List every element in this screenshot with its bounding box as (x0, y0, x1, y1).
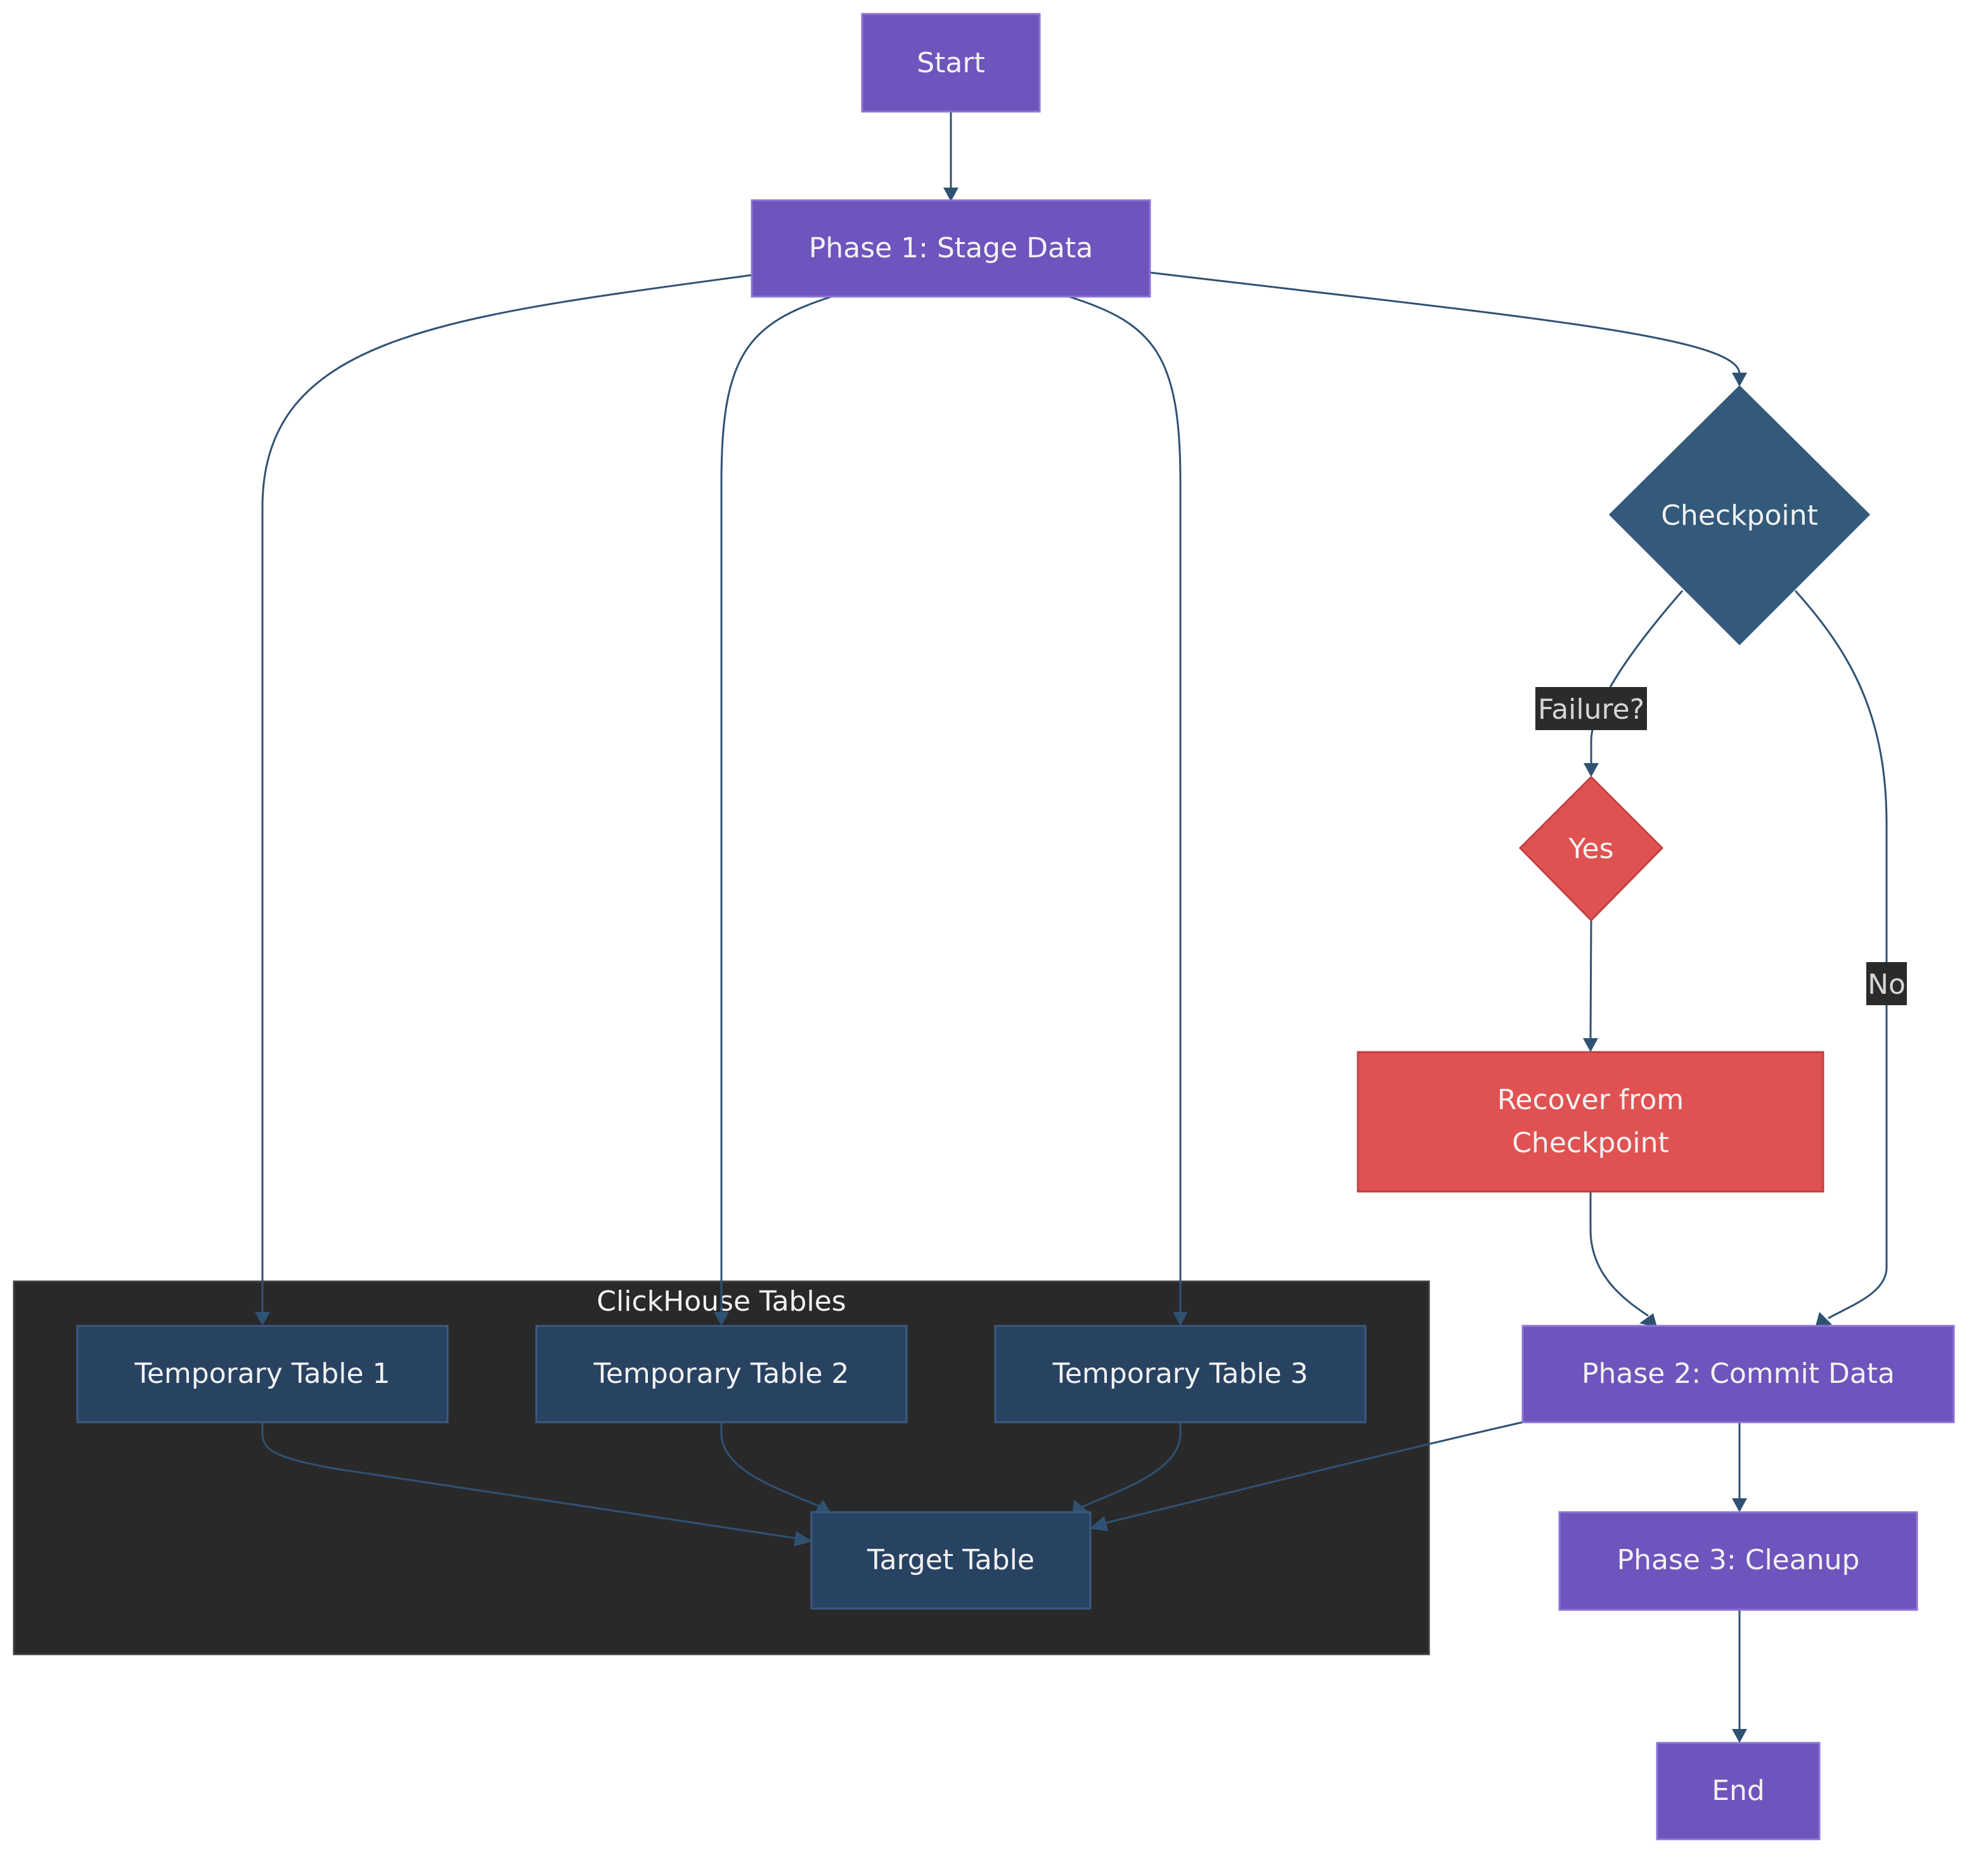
arrowhead (255, 1312, 270, 1326)
node-temp1-label: Temporary Table 1 (134, 1358, 390, 1390)
node-temporary-table-3[interactable]: Temporary Table 3 (994, 1325, 1367, 1423)
node-end-box (1656, 1742, 1821, 1841)
node-recover-label-line1: Recover from (1497, 1084, 1684, 1116)
arrowhead (1173, 1312, 1188, 1326)
node-phase3-cleanup[interactable]: Phase 3: Cleanup (1558, 1511, 1918, 1611)
arrowhead (1816, 1312, 1832, 1326)
nodes: Start Phase 1: Stage Data Checkpoint Yes… (76, 13, 1955, 1841)
edge-phase1-to-temp2 (720, 295, 832, 1312)
edge-phase2-to-target (1102, 1421, 1523, 1525)
edge-label-failure: Failure? (1535, 687, 1647, 730)
arrowhead (714, 1312, 729, 1326)
edge-temp3-to-target (1081, 1422, 1182, 1508)
node-temp2-label: Temporary Table 2 (593, 1358, 849, 1390)
arrowhead (1584, 763, 1599, 777)
edge-phase1-to-temp1 (261, 274, 752, 1312)
node-recover-box (1357, 1051, 1824, 1193)
arrowhead (1732, 373, 1747, 387)
edge-checkpoint-to-yes (1590, 590, 1684, 764)
arrowhead (1639, 1313, 1657, 1327)
node-phase1-stage-data[interactable]: Phase 1: Stage Data (751, 199, 1151, 298)
node-temp3-label: Temporary Table 3 (1052, 1358, 1308, 1390)
node-temp1-box (76, 1325, 449, 1423)
node-phase1-box (751, 199, 1151, 298)
arrowhead (1089, 1516, 1108, 1531)
edge-phase1-to-checkpoint (1149, 271, 1741, 375)
node-target-label: Target Table (867, 1544, 1035, 1576)
arrowhead (1732, 1498, 1747, 1512)
node-yes-label: Yes (1568, 833, 1613, 865)
node-start-label: Start (917, 47, 985, 79)
edge-label-no: No (1866, 962, 1907, 1005)
node-temp2-box (535, 1325, 908, 1423)
node-phase3-box (1558, 1511, 1918, 1611)
node-yes-diamond (1518, 775, 1664, 922)
edge-checkpoint-to-phase2 (1794, 589, 1888, 1320)
node-temporary-table-2[interactable]: Temporary Table 2 (535, 1325, 908, 1423)
arrowhead (794, 1531, 813, 1546)
node-start-box (861, 13, 1041, 113)
arrowhead (1583, 1038, 1598, 1052)
node-checkpoint-label: Checkpoint (1661, 499, 1818, 532)
node-yes[interactable]: Yes (1518, 775, 1664, 922)
node-phase3-label: Phase 3: Cleanup (1617, 1544, 1860, 1576)
node-end-label: End (1712, 1775, 1765, 1807)
node-recover-from-checkpoint[interactable]: Recover from Checkpoint (1357, 1051, 1824, 1193)
node-phase1-label: Phase 1: Stage Data (809, 232, 1093, 264)
node-checkpoint-diamond (1608, 385, 1871, 646)
node-checkpoint[interactable]: Checkpoint (1608, 385, 1871, 646)
edge-label-background (1535, 687, 1647, 730)
edge-label-failure-text: Failure? (1538, 693, 1644, 726)
arrowhead (1732, 1729, 1747, 1743)
edge-labels: Failure? No (1535, 687, 1907, 1005)
arrowhead (943, 188, 958, 202)
node-target-table[interactable]: Target Table (810, 1511, 1092, 1610)
edges (255, 112, 1888, 1743)
node-start[interactable]: Start (861, 13, 1041, 113)
node-phase2-label: Phase 2: Commit Data (1582, 1358, 1895, 1390)
node-temp3-box (994, 1325, 1367, 1423)
node-end[interactable]: End (1656, 1742, 1821, 1841)
node-recover-label-line2: Checkpoint (1512, 1127, 1669, 1159)
node-temporary-table-1[interactable]: Temporary Table 1 (76, 1325, 449, 1423)
node-phase2-box (1521, 1325, 1955, 1423)
node-target-box (810, 1511, 1092, 1610)
arrowhead (814, 1500, 830, 1513)
edge-label-background (1866, 962, 1907, 1005)
edge-recover-to-phase2 (1589, 1192, 1649, 1317)
edge-temp1-to-target (261, 1422, 801, 1540)
edge-temp2-to-target (720, 1422, 822, 1508)
arrowhead (1073, 1500, 1089, 1513)
edge-label-no-text: No (1868, 968, 1906, 1001)
edge-phase1-to-temp3 (1068, 295, 1182, 1312)
node-phase2-commit-data[interactable]: Phase 2: Commit Data (1521, 1325, 1955, 1423)
